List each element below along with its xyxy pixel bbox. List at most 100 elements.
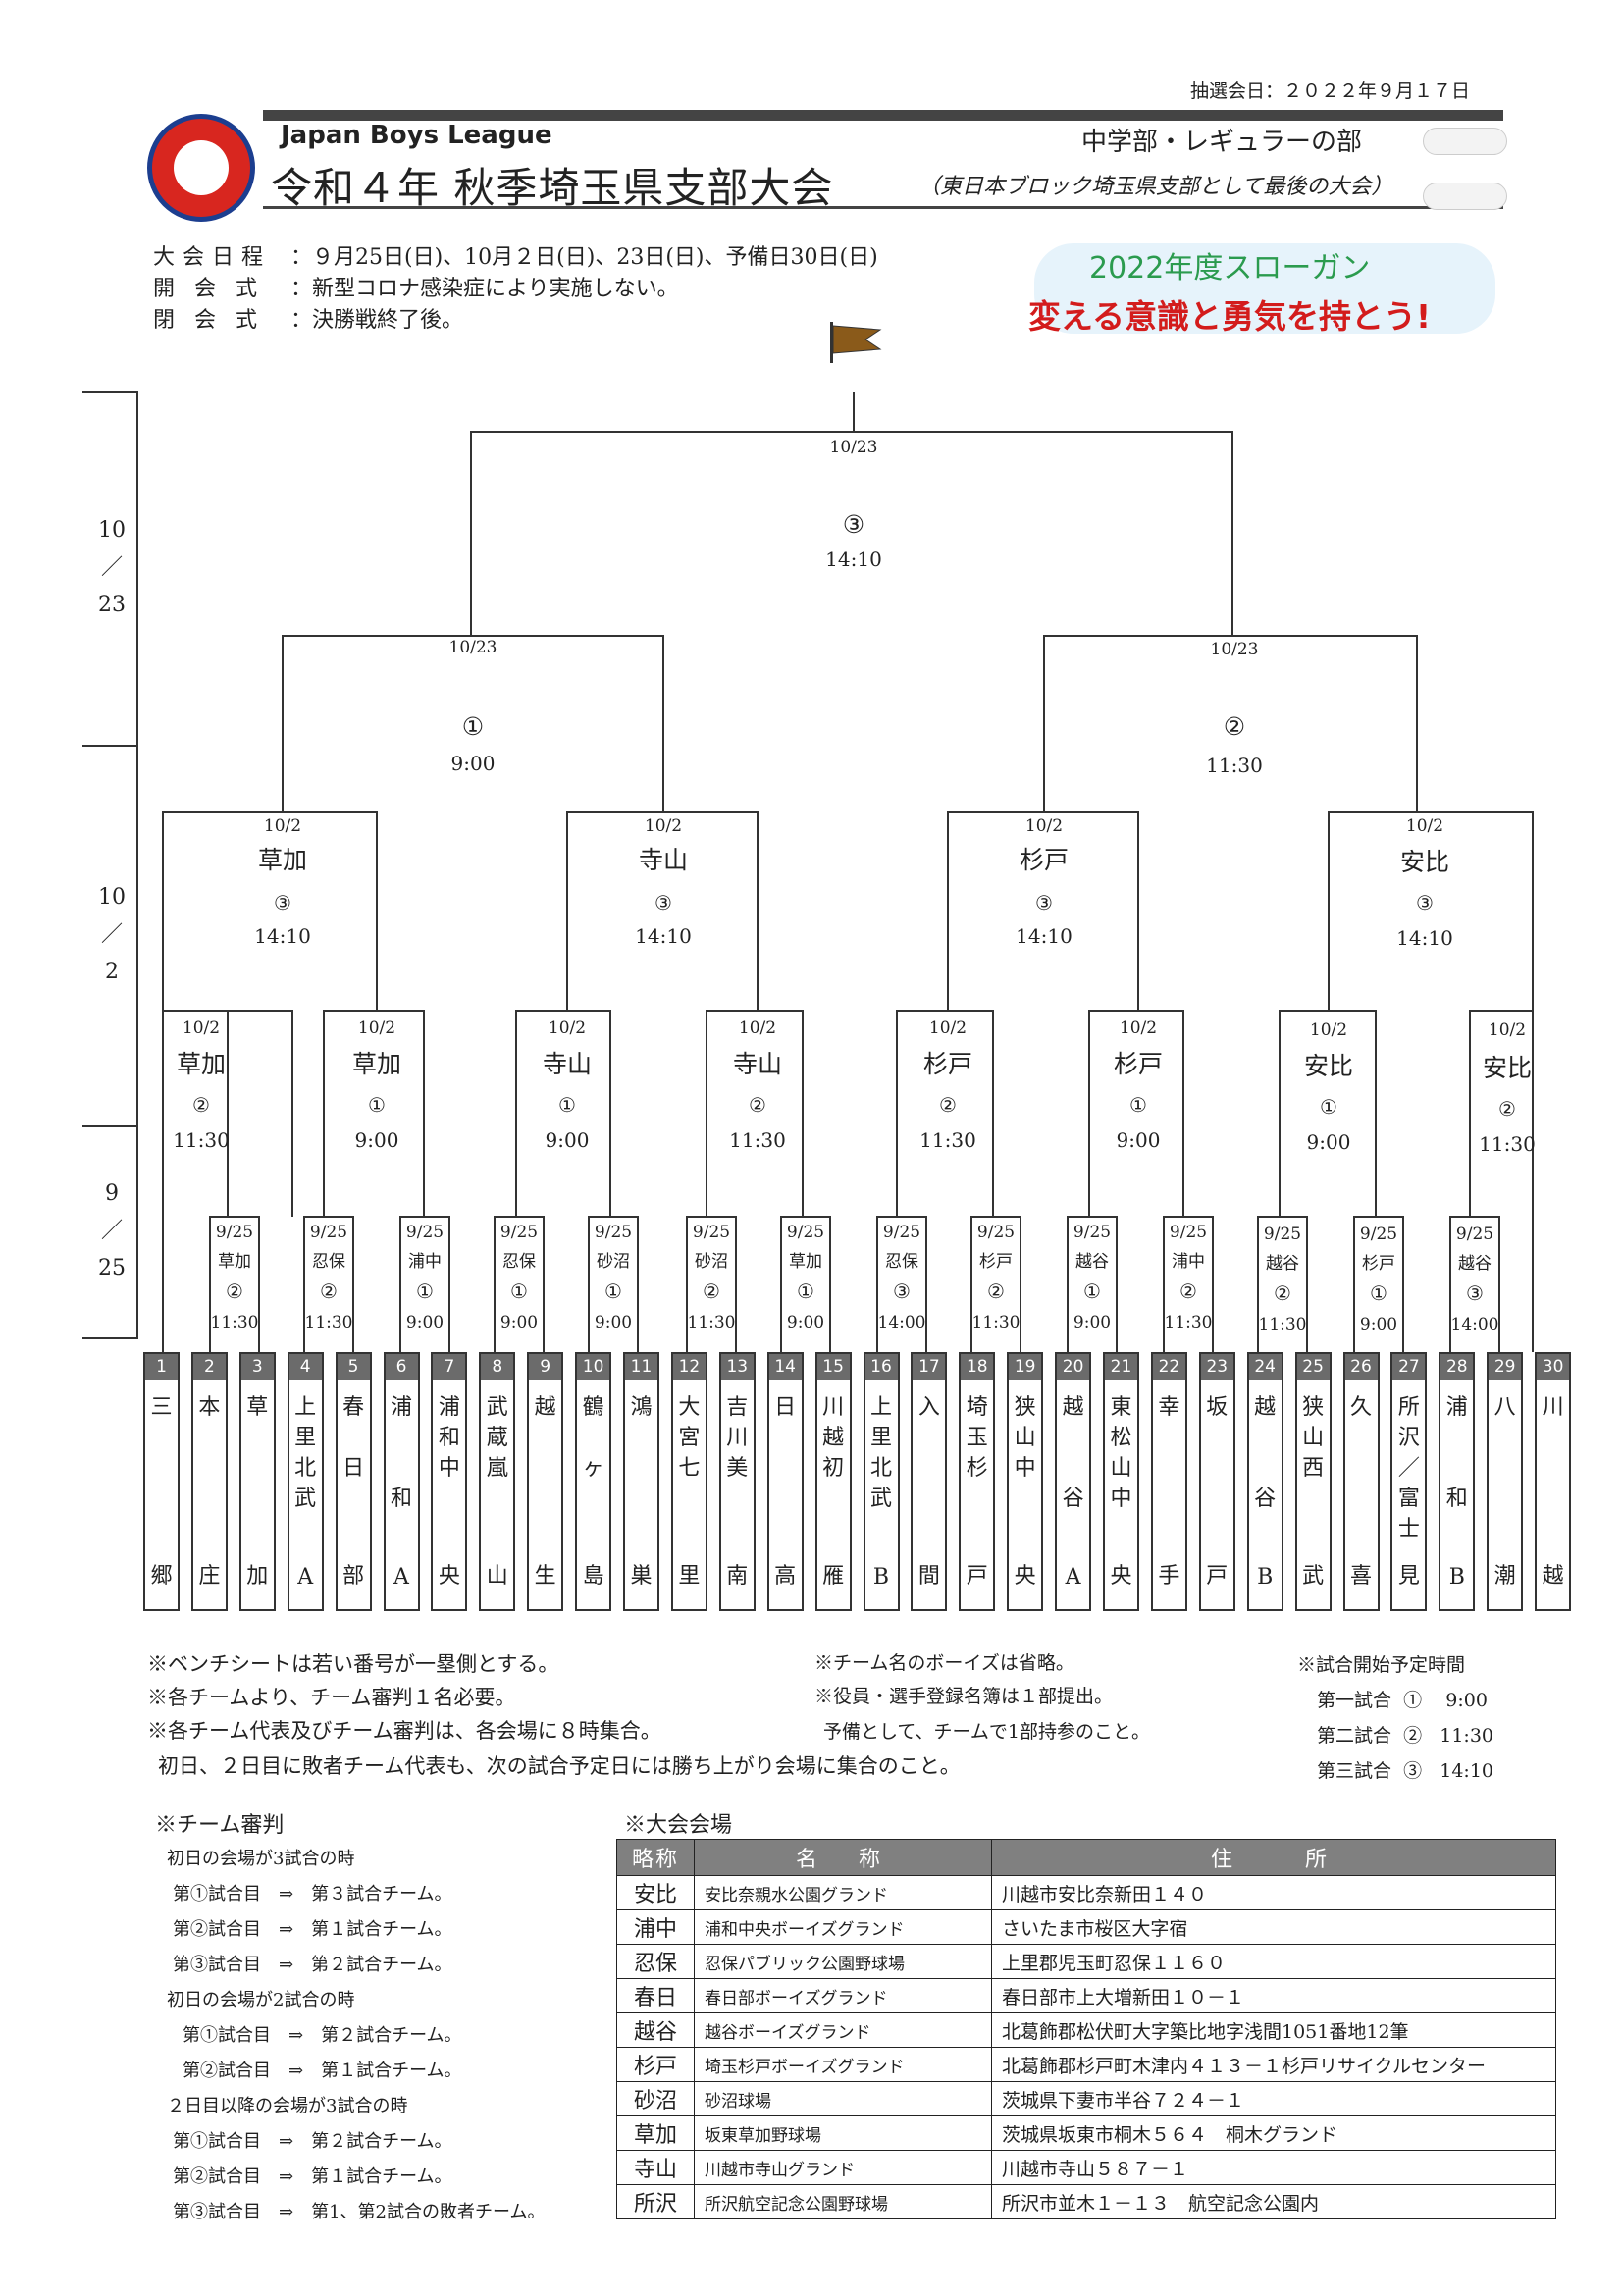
referee-rule-line: 第①試合目 ⇒ 第２試合チーム。	[173, 2131, 452, 2152]
league-name: Japan Boys League	[281, 121, 552, 150]
team-name: 入間	[917, 1395, 940, 1589]
team-number: 6	[385, 1354, 418, 1380]
referee-rule-line: 第①試合目 ⇒ 第２試合チーム。	[183, 2025, 462, 2046]
venue-name: 安比奈親水公園グランド	[694, 1875, 992, 1910]
venue-address: 北葛飾郡松伏町大字築比地字浅間1051番地12筆	[991, 2012, 1556, 2048]
league-logo	[147, 114, 255, 222]
team-name: 坂戸	[1206, 1395, 1229, 1589]
team-name: 日高	[774, 1395, 797, 1589]
draw-date: 抽選会日：２０２２年９月１７日	[1189, 80, 1470, 102]
round-label-final: 10／23	[98, 518, 126, 617]
team-name: 本庄	[198, 1395, 221, 1589]
venue-row: 越谷越谷ボーイズグランド北葛飾郡松伏町大字築比地字浅間1051番地12筆	[616, 2012, 1556, 2048]
team-number: 22	[1152, 1354, 1185, 1380]
referee-rule-line: 第②試合目 ⇒ 第１試合チーム。	[183, 2061, 462, 2081]
bracket-lines	[82, 391, 1534, 1352]
tournament-subtitle: （東日本ブロック埼玉県支部として最後の大会）	[918, 175, 1393, 199]
team-name: 吉川美南	[726, 1395, 749, 1589]
team-number: 4	[288, 1354, 322, 1380]
note-boys-omitted: ※チーム名のボーイズは省略。	[814, 1652, 1074, 1674]
venue-row: 砂沼砂沼球場茨城県下妻市半谷７２４－１	[616, 2081, 1556, 2116]
venues-title: ※大会会場	[624, 1813, 733, 1838]
info-row-opening: 開会式：新型コロナ感染症により実施しない。	[153, 277, 679, 301]
semi-game: ②	[1223, 712, 1246, 741]
venue-address: 北葛飾郡杉戸町木津内４１３－１杉戸リサイクルセンター	[991, 2047, 1556, 2082]
team-name: 久喜	[1349, 1395, 1372, 1589]
info-row-closing: 閉会式：決勝戦終了後。	[153, 308, 464, 333]
venue-name: 砂沼球場	[694, 2081, 992, 2116]
team-name: 所沢／富士見	[1397, 1395, 1420, 1589]
referee-rule-line: 第②試合目 ⇒ 第１試合チーム。	[173, 1919, 452, 1940]
team-number: 26	[1344, 1354, 1378, 1380]
team-number: 20	[1057, 1354, 1090, 1380]
team-number: 28	[1440, 1354, 1474, 1380]
slogan-banner	[1034, 243, 1495, 334]
team-name: 大宮七里	[678, 1395, 701, 1589]
team-name: 鶴ヶ島	[582, 1395, 604, 1589]
referee-rule-line: 第①試合目 ⇒ 第３試合チーム。	[173, 1884, 452, 1905]
team-box: 12 大宮七里	[670, 1352, 707, 1611]
note-roster-spare: 予備として、チームで1部持参のこと。	[805, 1721, 1150, 1743]
team-number: 18	[961, 1354, 994, 1380]
team-name: 武蔵嵐山	[486, 1395, 508, 1589]
team-number: 13	[720, 1354, 754, 1380]
team-number: 8	[481, 1354, 514, 1380]
round-label-second: 10／2	[98, 885, 126, 984]
info-row-schedule: 大会日程：９月25日(日)、10月２日(日)、23日(日)、予備日30日(日)	[153, 245, 878, 270]
team-box: 13 吉川美南	[718, 1352, 756, 1611]
venue-abbr: 越谷	[616, 2012, 695, 2048]
team-number: 12	[672, 1354, 706, 1380]
round-label-first: 9／25	[98, 1181, 126, 1280]
slogan-heading: 2022年度スローガン	[1089, 251, 1371, 286]
venue-name: 越谷ボーイズグランド	[694, 2012, 992, 2048]
final-time: 14:10	[825, 548, 882, 571]
team-name: 浦和中央	[438, 1395, 460, 1589]
venue-name: 春日部ボーイズグランド	[694, 1978, 992, 2013]
pennant-icon	[830, 322, 882, 363]
team-box: 22 幸手	[1150, 1352, 1187, 1611]
referee-rule-line: 第③試合目 ⇒ 第２試合チーム。	[173, 1955, 452, 1975]
team-name: 東松山中央	[1110, 1395, 1132, 1589]
header-top-rule	[263, 110, 1503, 121]
note-roster: ※役員・選手登録名簿は１部提出。	[814, 1686, 1114, 1707]
note-losers: 初日、２日目に敗者チーム代表も、次の試合予定日には勝ち上がり会場に集合のこと。	[137, 1754, 961, 1778]
final-date: 10/23	[829, 438, 878, 457]
team-number: 17	[913, 1354, 946, 1380]
schedule-row: 第二試合 ② 11:30	[1317, 1725, 1494, 1747]
referee-rule-line: 第③試合目 ⇒ 第1、第2試合の敗者チーム。	[173, 2202, 546, 2222]
venue-row: 杉戸埼玉杉戸ボーイズグランド北葛飾郡杉戸町木津内４１３－１杉戸リサイクルセンター	[616, 2047, 1556, 2082]
venue-address: 茨城県坂東市桐木５６４ 桐木グランド	[991, 2115, 1556, 2151]
venues-header-name: 名 称	[694, 1839, 992, 1876]
team-name: 狭山中央	[1014, 1395, 1036, 1589]
venue-name: 浦和中央ボーイズグランド	[694, 1909, 992, 1945]
team-name: 幸手	[1158, 1395, 1180, 1589]
venue-row: 忍保忍保パブリック公園野球場上里郡児玉町忍保１１６０	[616, 1944, 1556, 1979]
venue-abbr: 忍保	[616, 1944, 695, 1979]
team-name: 春日部	[342, 1395, 365, 1589]
semi-date: 10/23	[448, 638, 497, 657]
note-bench: ※ベンチシートは若い番号が一塁側とする。	[147, 1652, 559, 1676]
venue-abbr: 砂沼	[616, 2081, 695, 2116]
schedule-row: 第一試合 ① 9:00	[1317, 1690, 1488, 1711]
